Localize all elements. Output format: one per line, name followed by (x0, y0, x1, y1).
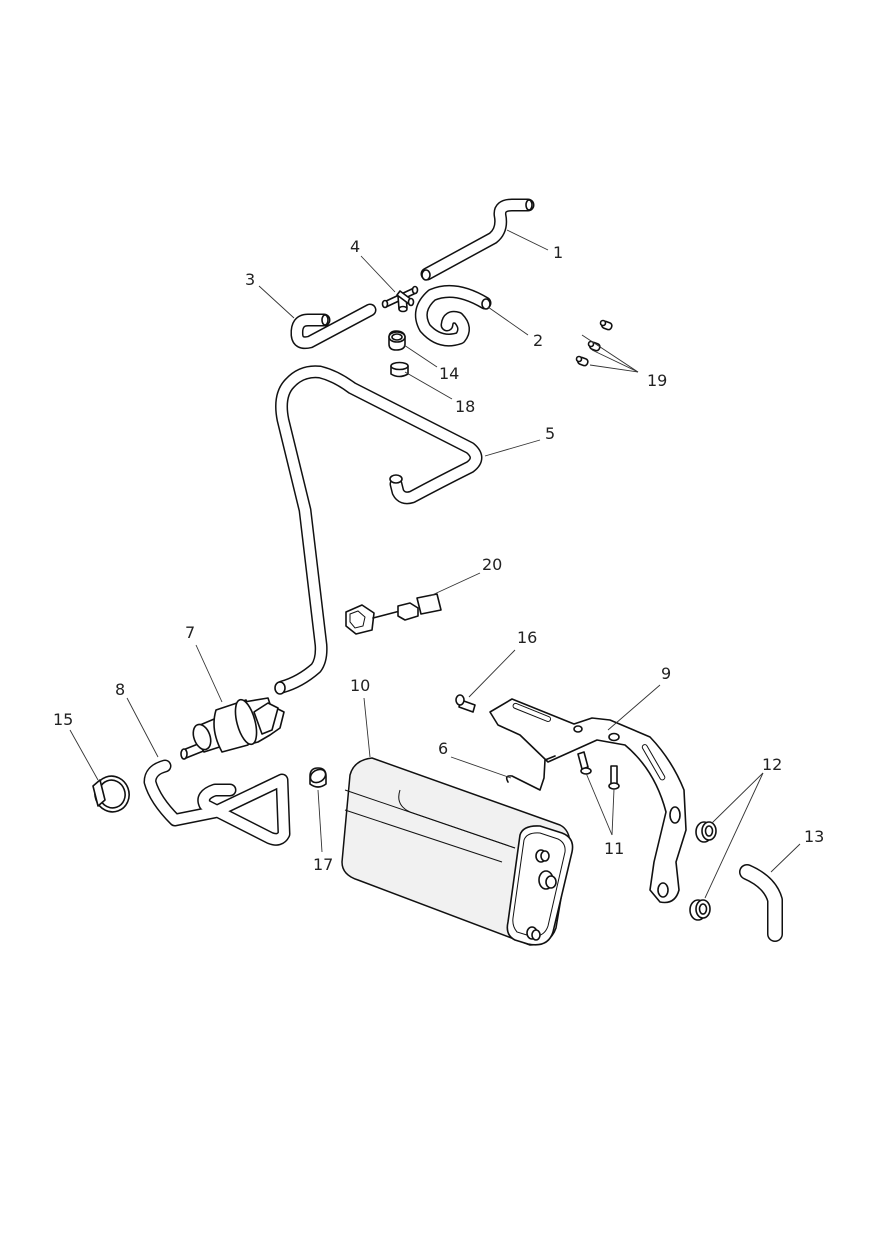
hose-2[interactable] (414, 284, 492, 347)
grommets[interactable] (689, 821, 717, 921)
callout-14: 14 (439, 364, 459, 383)
callout-2: 2 (533, 331, 543, 350)
wire-clip[interactable] (505, 755, 556, 791)
flange-bolt[interactable] (608, 765, 620, 790)
callout-7: 7 (185, 623, 195, 642)
charcoal-canister[interactable] (341, 757, 574, 946)
blanking-plug[interactable] (599, 319, 613, 331)
canister-port[interactable] (526, 926, 541, 941)
callout-19: 19 (647, 371, 667, 390)
callout-8: 8 (115, 680, 125, 699)
callout-11: 11 (604, 839, 624, 858)
blanking-plug[interactable] (575, 355, 589, 367)
callout-1: 1 (553, 243, 563, 262)
leader-lines (69, 229, 801, 899)
callout-16: 16 (517, 628, 537, 647)
callout-6: 6 (438, 739, 448, 758)
callout-labels: 1 2 3 4 5 6 7 8 9 10 11 12 13 14 15 16 1… (53, 237, 824, 874)
callout-18: 18 (455, 397, 475, 416)
spring-clip[interactable] (90, 771, 134, 816)
t-connector[interactable] (381, 285, 419, 313)
callout-17: 17 (313, 855, 333, 874)
blanking-plug[interactable] (587, 340, 601, 352)
canister-bracket[interactable] (489, 698, 687, 904)
callout-13: 13 (804, 827, 824, 846)
hose-clip[interactable] (388, 330, 406, 351)
canister-port[interactable] (538, 870, 557, 890)
callout-4: 4 (350, 237, 360, 256)
callout-9: 9 (661, 664, 671, 683)
blanking-plugs[interactable] (575, 319, 613, 367)
grommet[interactable] (689, 899, 711, 921)
callout-12: 12 (762, 755, 782, 774)
hose-8[interactable] (143, 759, 291, 846)
canister-port[interactable] (535, 849, 550, 863)
callout-10: 10 (350, 676, 370, 695)
hose-3[interactable] (290, 303, 377, 350)
hose-5[interactable] (274, 365, 483, 695)
callout-20: 20 (482, 555, 502, 574)
callout-5: 5 (545, 424, 555, 443)
grommet[interactable] (695, 821, 717, 843)
sleeve[interactable] (390, 361, 409, 378)
harness-connector[interactable] (345, 593, 442, 635)
flange-bolts[interactable] (577, 751, 620, 790)
purge-valve[interactable] (180, 697, 285, 760)
hose-13[interactable] (739, 864, 783, 942)
flange-bolt[interactable] (577, 751, 592, 775)
screw[interactable] (455, 694, 476, 713)
callout-15: 15 (53, 710, 73, 729)
callout-3: 3 (245, 270, 255, 289)
small-clip[interactable] (308, 767, 328, 788)
hose-1[interactable] (420, 198, 535, 281)
